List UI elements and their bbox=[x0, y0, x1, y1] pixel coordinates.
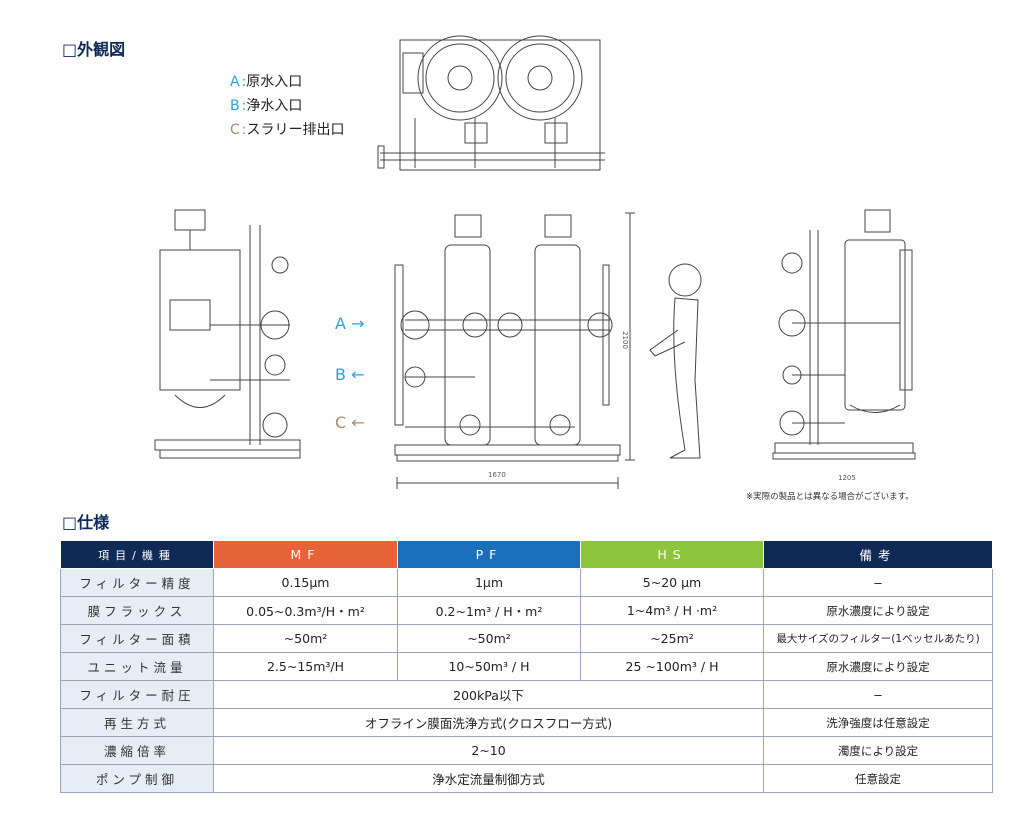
human-scale-figure bbox=[649, 263, 702, 459]
table-header-row: 項目/機種 MF PF HS 備考 bbox=[60, 540, 993, 569]
port-b-label: B ← bbox=[335, 365, 365, 384]
arrow-left-icon: ← bbox=[351, 365, 365, 384]
port-c-label: C ← bbox=[335, 413, 365, 432]
legend-item-c: C:スラリー排出口 bbox=[230, 122, 345, 138]
table-row: 再生方式オフライン膜面洗浄方式(クロスフロー方式)洗浄強度は任意設定 bbox=[60, 708, 993, 737]
disclaimer-note: ※実際の製品とは異なる場合がございます。 bbox=[746, 492, 914, 502]
header-remarks: 備考 bbox=[763, 540, 993, 569]
top-view-drawing bbox=[377, 35, 605, 171]
header-hs: HS bbox=[580, 540, 764, 569]
table-row: ポンプ制御浄水定流量制御方式任意設定 bbox=[60, 764, 993, 793]
legend-item-a: A:原水入口 bbox=[230, 74, 303, 90]
height-dimension: 2100 bbox=[620, 331, 629, 349]
side-width-dimension: 1205 bbox=[838, 474, 856, 482]
legend-item-b: B:浄水入口 bbox=[230, 98, 303, 114]
arrow-left-icon: ← bbox=[351, 413, 365, 432]
front-view-drawing bbox=[394, 212, 635, 489]
header-pf: PF bbox=[397, 540, 581, 569]
port-legend: A:原水入口 B:浄水入口 C:スラリー排出口 bbox=[230, 70, 345, 142]
left-side-view-drawing bbox=[154, 209, 301, 459]
front-width-dimension: 1670 bbox=[488, 471, 506, 479]
port-a-label: A → bbox=[335, 314, 365, 333]
header-mf: MF bbox=[213, 540, 398, 569]
right-side-view-drawing bbox=[772, 209, 916, 460]
appearance-section-title: □外観図 bbox=[62, 40, 126, 59]
spec-section-title: □仕様 bbox=[62, 513, 110, 532]
header-item: 項目/機種 bbox=[60, 540, 214, 569]
arrow-right-icon: → bbox=[351, 314, 365, 333]
